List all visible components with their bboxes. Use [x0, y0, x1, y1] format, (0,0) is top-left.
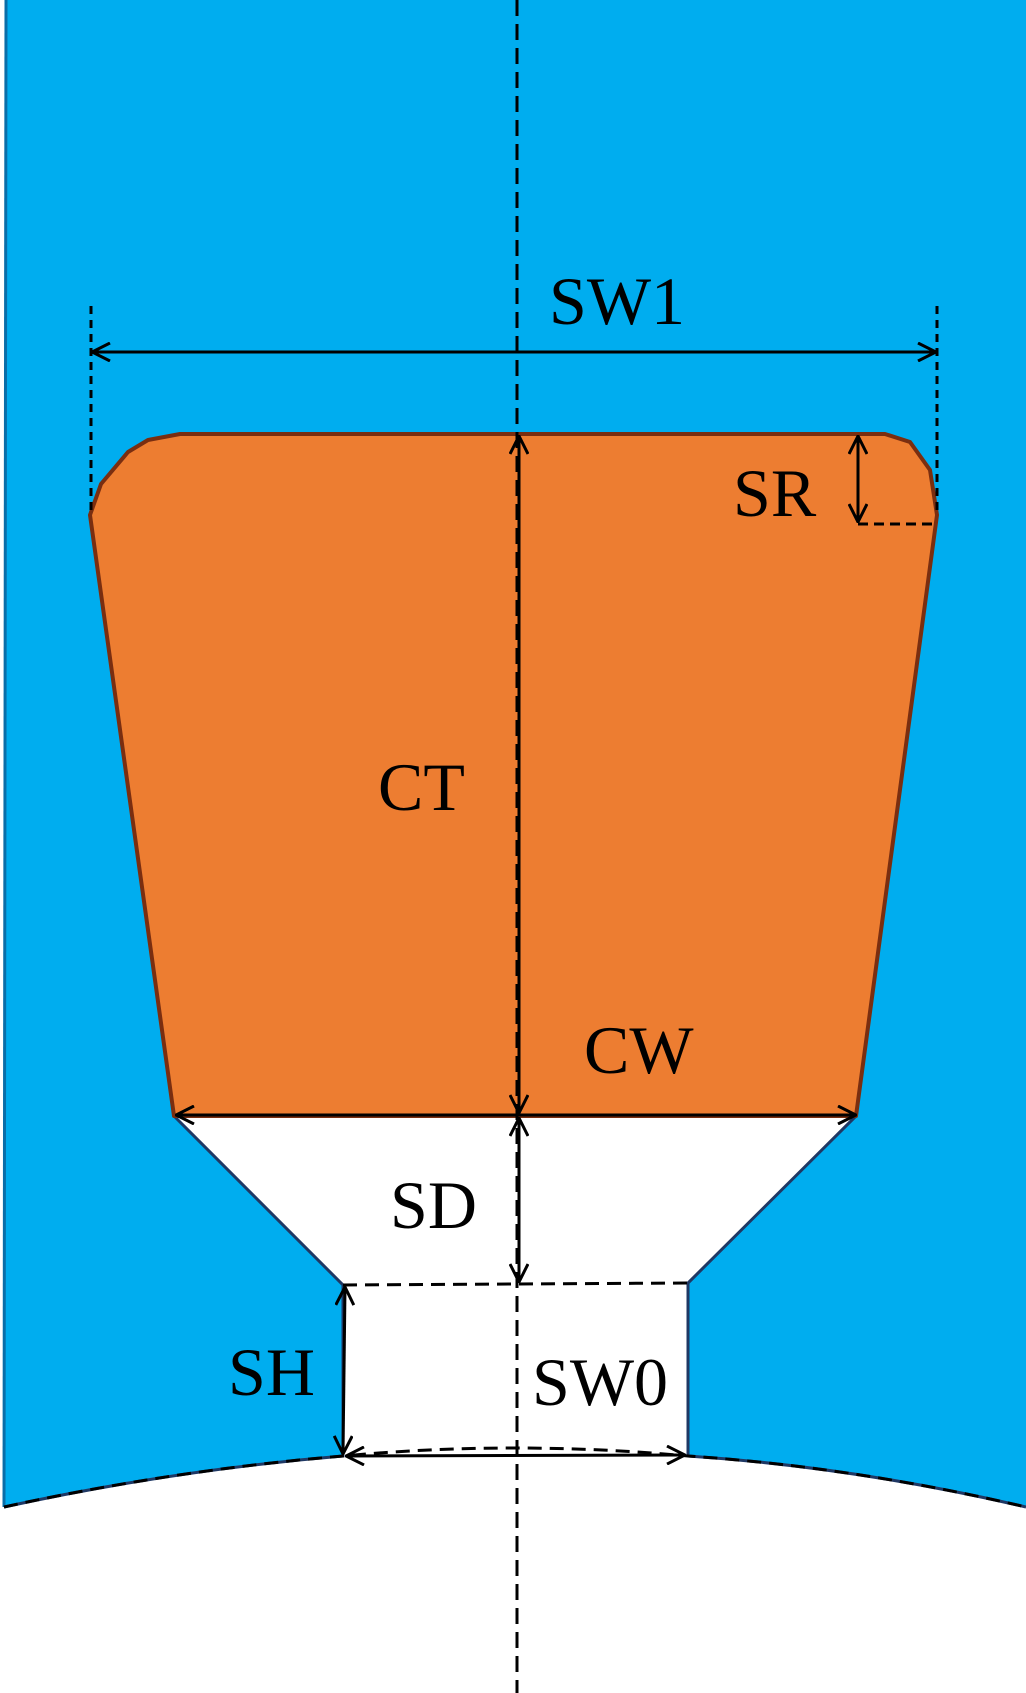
- label-ct: CT: [378, 749, 465, 825]
- label-sd: SD: [390, 1167, 477, 1243]
- label-cw: CW: [584, 1012, 694, 1088]
- slot-opening-boundary: [342, 1281, 689, 1287]
- label-sh: SH: [228, 1334, 315, 1410]
- sh-dimension-arrow: [343, 1287, 345, 1454]
- sw0-dimension-arrow: [346, 1455, 685, 1456]
- stator-core: [4, 0, 1026, 1507]
- label-sr: SR: [733, 455, 817, 531]
- label-sw0: SW0: [532, 1344, 668, 1420]
- stator-core-left-edge: [2, 0, 8, 1508]
- label-sw1: SW1: [549, 263, 685, 339]
- coil-region: [88, 432, 939, 1118]
